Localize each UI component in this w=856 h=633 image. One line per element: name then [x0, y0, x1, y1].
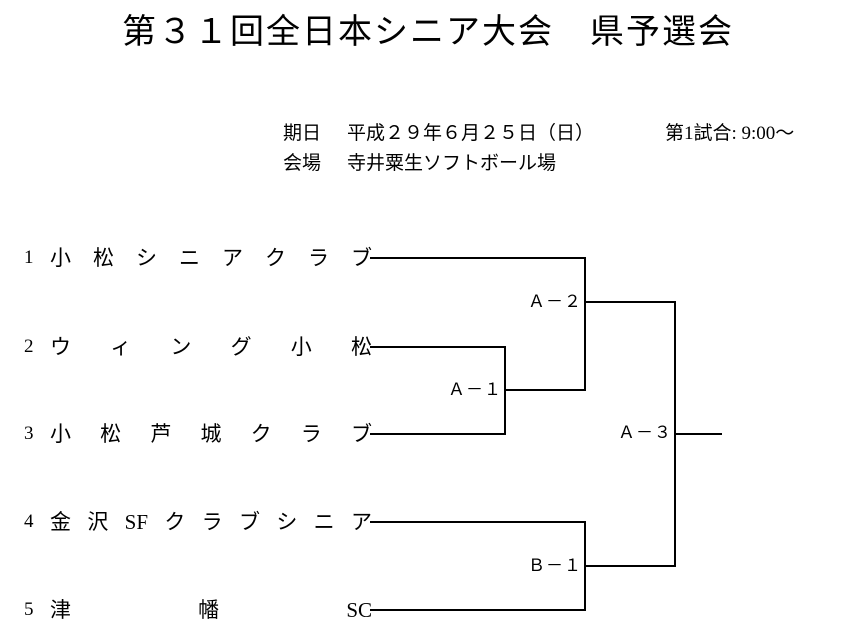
team-name-char: ク	[250, 422, 272, 446]
match-label-a3: Ａ－３	[618, 423, 672, 442]
team-name: 津 幡 SC	[50, 598, 372, 622]
bracket-line-team5	[370, 609, 586, 611]
match-label-a2: Ａ－２	[528, 292, 582, 311]
team-seed: 3	[24, 423, 34, 444]
bracket-line-a1-winner	[504, 389, 586, 391]
bracket-line-team1	[370, 257, 586, 259]
venue-value: 寺井粟生ソフトボール場	[347, 153, 557, 174]
team-row-4: 4 金沢 SF クラブシニア	[24, 510, 372, 534]
match-label-a1: Ａ－１	[448, 380, 502, 399]
team-name-char: ク	[265, 246, 286, 270]
page-title: 第３１回全日本シニア大会 県予選会	[122, 14, 734, 51]
team-name-char: 松	[350, 335, 372, 359]
team-name-char: ラ	[300, 422, 322, 446]
team-name-char: ニ	[179, 246, 200, 270]
match-label-b1: Ｂ－１	[528, 556, 582, 575]
team-name-char: ク	[164, 510, 186, 534]
team-name-char: シ	[276, 510, 298, 534]
team-name-char: 松	[93, 246, 114, 270]
team-name-char: 小	[50, 422, 71, 446]
date-label: 期日	[283, 123, 322, 144]
team-name-char: ブ	[350, 422, 372, 446]
team-row-1: 1 小松シニアクラブ	[24, 246, 372, 270]
team-name-char: グ	[230, 335, 252, 359]
bracket-connector-a2-vertical	[584, 257, 586, 391]
bracket-line-team4	[370, 521, 586, 523]
team-name-char: ア	[222, 246, 243, 270]
date-value: 平成２９年６月２５日（日）	[347, 123, 595, 144]
team-name-char: 小	[50, 246, 71, 270]
team-name-char: ン	[170, 335, 192, 359]
team-name-char: ィ	[110, 335, 132, 359]
team-name-char: ニ	[313, 510, 335, 534]
team-seed: 5	[24, 599, 34, 620]
venue-label: 会場	[283, 153, 322, 174]
team-name: ウィング小松	[50, 335, 372, 359]
team-name: 小松シニアクラブ	[50, 246, 372, 270]
team-row-3: 3 小 松 芦 城 ク ラ ブ	[24, 422, 372, 446]
team-seed: 1	[24, 247, 34, 268]
team-name-char: ブ	[239, 510, 260, 534]
bracket-line-a2-winner	[584, 301, 676, 303]
bracket-line-b1-winner	[584, 565, 676, 567]
bracket-line-a3-winner	[674, 433, 722, 435]
team-name-char: 城	[200, 422, 222, 446]
team-name-char: 幡	[198, 598, 220, 622]
team-name-char: 松	[100, 422, 122, 446]
team-row-5: 5 津 幡 SC	[24, 598, 372, 622]
team-seed: 4	[24, 511, 34, 532]
team-name-char: ウ	[50, 335, 71, 359]
team-name-char: 小	[290, 335, 312, 359]
team-name-char: SC	[346, 598, 372, 622]
team-name: 小松芦城クラブ	[50, 422, 372, 446]
bracket-line-team2	[370, 346, 506, 348]
team-name-char: シ	[136, 246, 157, 270]
team-row-2: 2 ウ ィ ン グ 小 松	[24, 335, 372, 359]
team-seed: 2	[24, 336, 34, 357]
team-name-char: 芦	[150, 422, 172, 446]
team-name-char: ア	[350, 510, 372, 534]
first-game-time: 第1試合: 9:00～	[665, 123, 795, 144]
team-name-char: ラ	[201, 510, 223, 534]
team-name-char: 津	[50, 598, 71, 622]
team-name-char: ブ	[351, 246, 372, 270]
team-name-char: SF	[124, 510, 149, 534]
team-name-char: ラ	[308, 246, 329, 270]
team-name: 金沢 SF クラブシニア	[50, 510, 372, 534]
bracket-line-team3	[370, 433, 506, 435]
team-name-char: 沢	[87, 510, 109, 534]
team-name-char: 金	[50, 510, 71, 534]
